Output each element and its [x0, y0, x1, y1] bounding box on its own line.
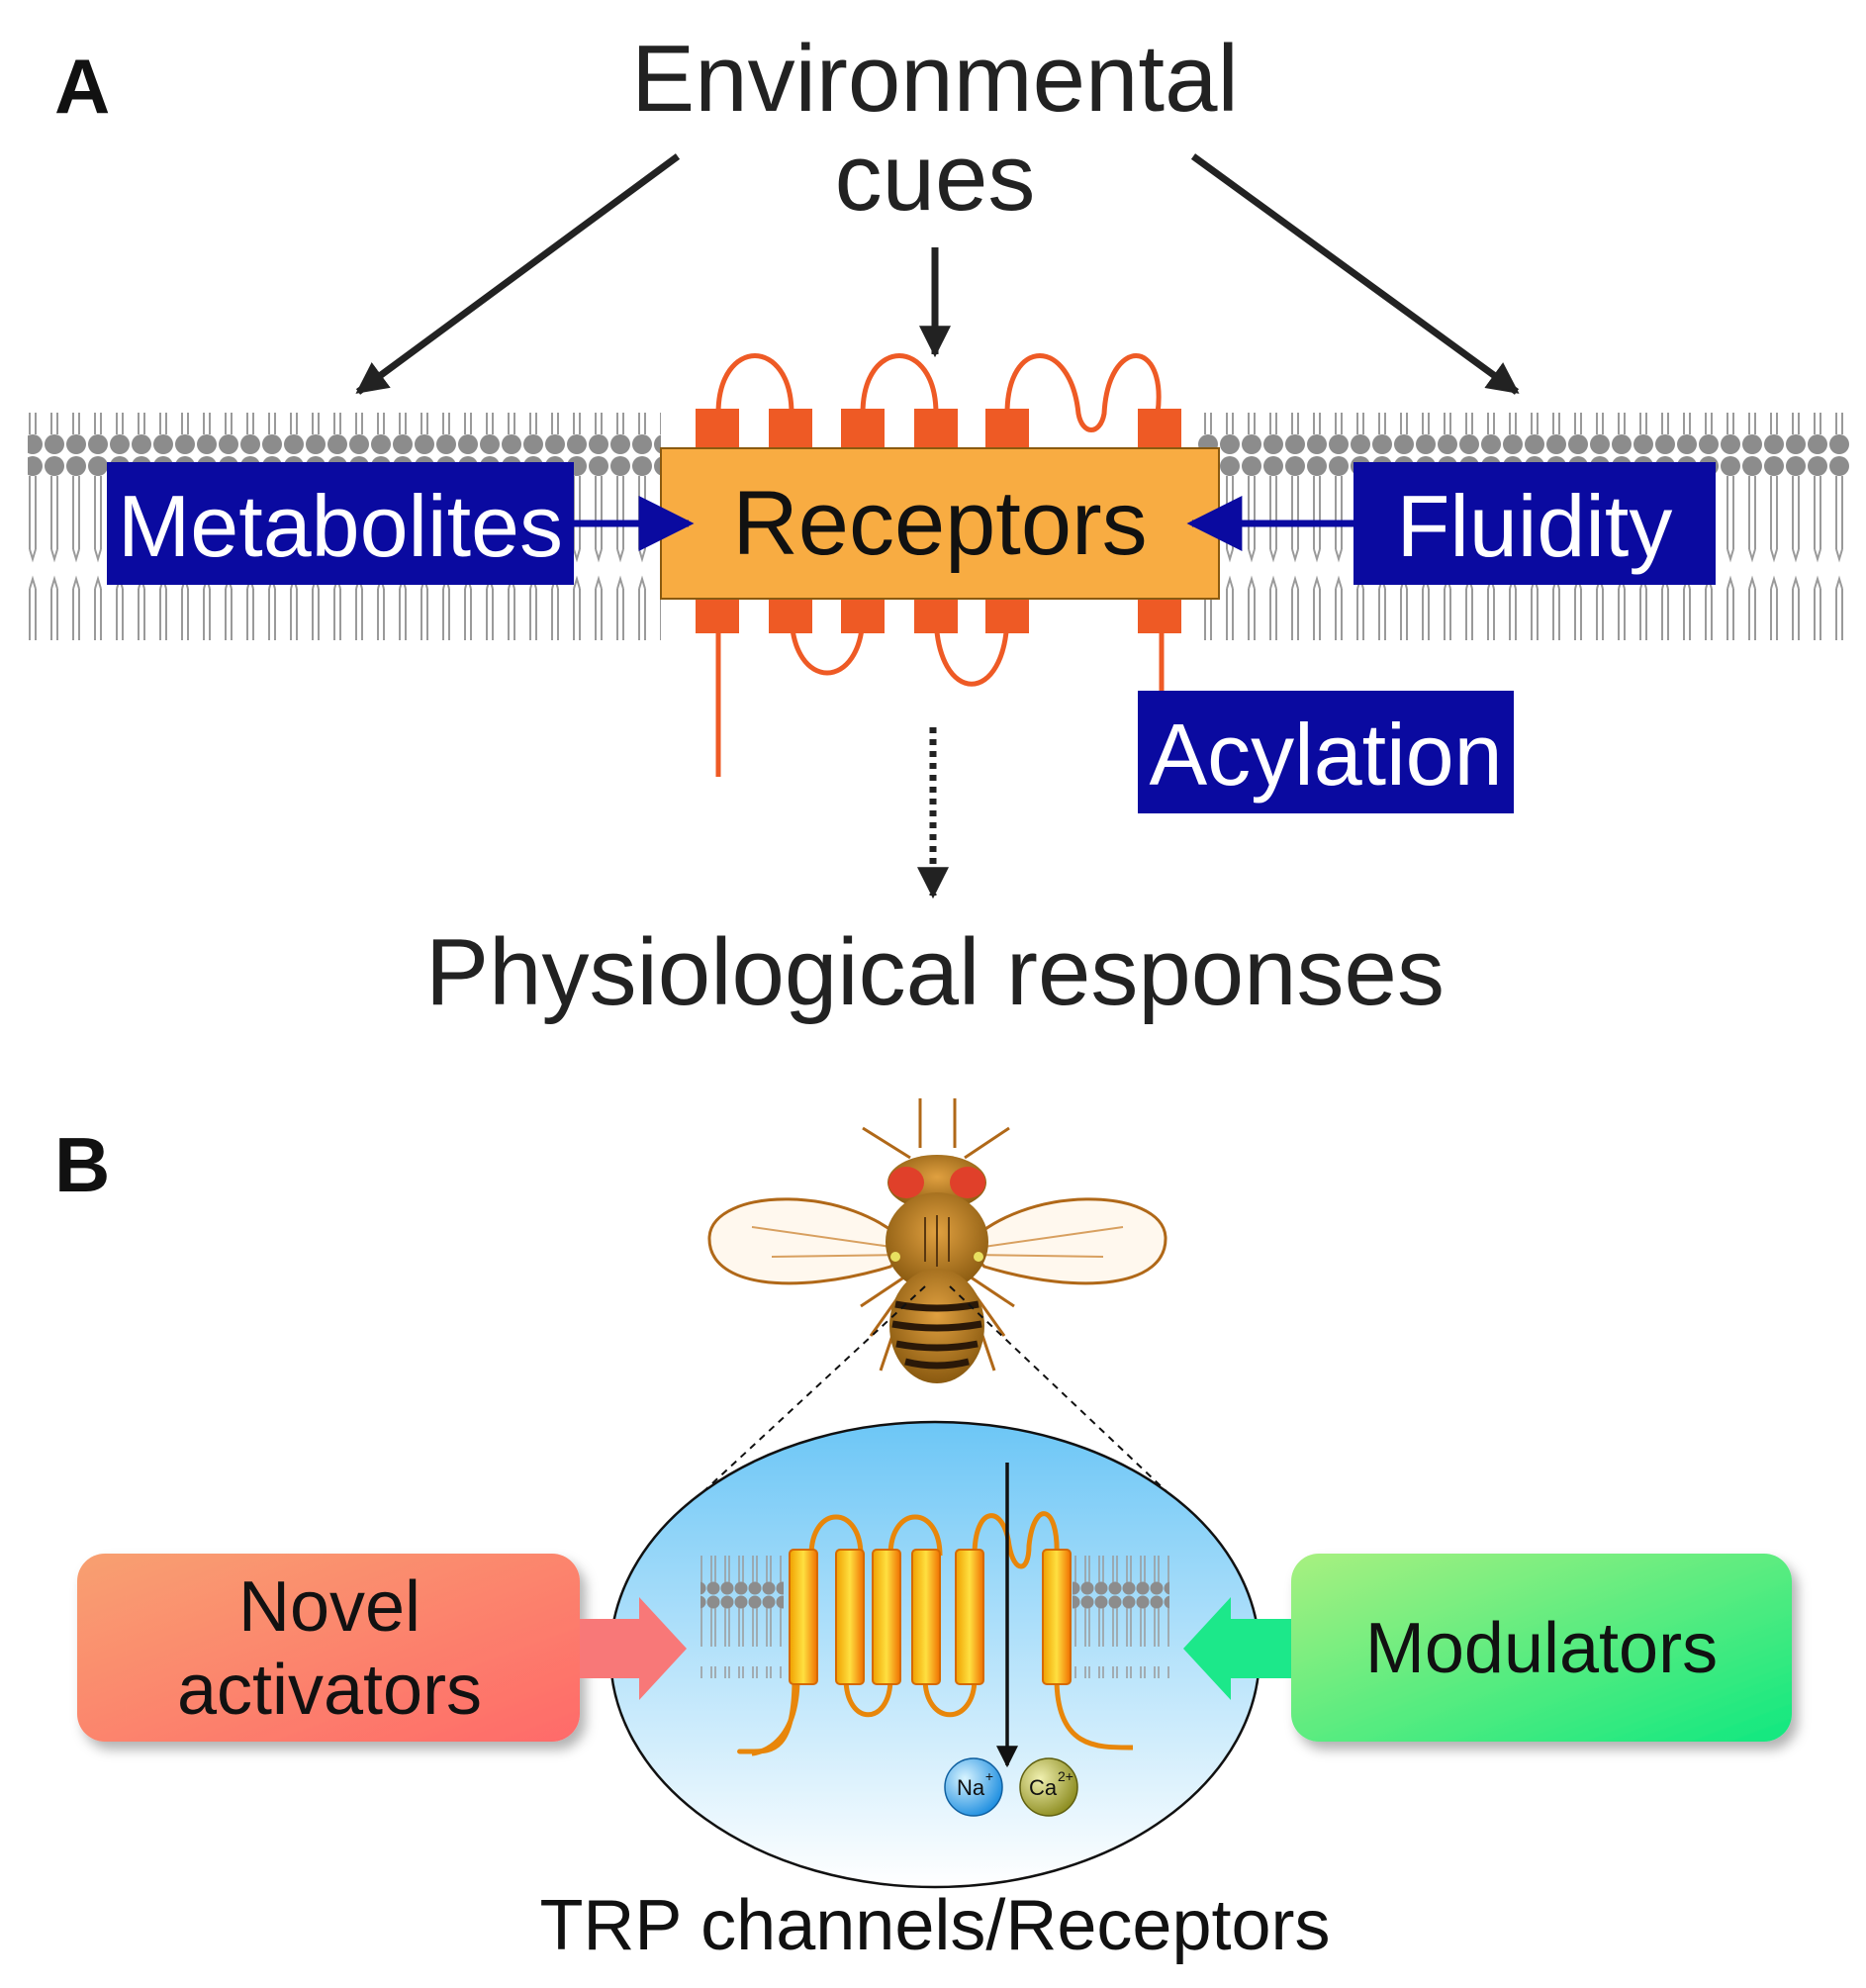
fruit-fly-icon — [707, 1098, 1167, 1383]
sodium-charge: + — [985, 1768, 993, 1784]
novel-activators-label-line1: Novel — [238, 1567, 420, 1647]
trp-channels-caption: TRP channels/Receptors — [539, 1886, 1330, 1965]
modulators-arrow — [1183, 1597, 1291, 1700]
calcium-ion: Ca 2+ — [1019, 1757, 1078, 1817]
cue-arrow-right — [1190, 153, 1520, 395]
receptor-helices — [696, 409, 1181, 633]
acylation-label: Acylation — [1149, 706, 1502, 804]
panel-b-label: B — [54, 1121, 110, 1208]
environmental-cues-title-line1: Environmental — [631, 26, 1239, 132]
channel-membrane — [700, 1556, 1169, 1678]
receptors-label: Receptors — [732, 473, 1147, 574]
sodium-label: Na — [957, 1775, 985, 1800]
channel-helices — [789, 1549, 1072, 1685]
modulators-label: Modulators — [1365, 1609, 1718, 1688]
panel-a-label: A — [54, 43, 110, 130]
receptors-box — [660, 447, 1220, 600]
fluidity-box — [1353, 462, 1716, 585]
fluidity-label: Fluidity — [1397, 477, 1673, 575]
modulators-box — [1291, 1554, 1792, 1742]
cue-arrow-left — [355, 153, 681, 395]
metabolites-box — [107, 462, 574, 585]
novel-activators-box — [77, 1554, 580, 1742]
acylation-box — [1138, 691, 1514, 813]
calcium-charge: 2+ — [1058, 1768, 1073, 1784]
environmental-cues-title-line2: cues — [835, 125, 1036, 231]
metabolites-label: Metabolites — [118, 477, 563, 575]
novel-activators-arrow — [580, 1597, 687, 1700]
sodium-ion: Na + — [944, 1757, 1003, 1817]
novel-activators-label-line2: activators — [177, 1651, 482, 1730]
physiological-responses-label: Physiological responses — [425, 919, 1445, 1025]
receptor-topology — [715, 353, 1165, 777]
channel-topology — [737, 1511, 1134, 1756]
calcium-label: Ca — [1029, 1775, 1058, 1800]
zoom-line-left — [698, 1285, 926, 1497]
